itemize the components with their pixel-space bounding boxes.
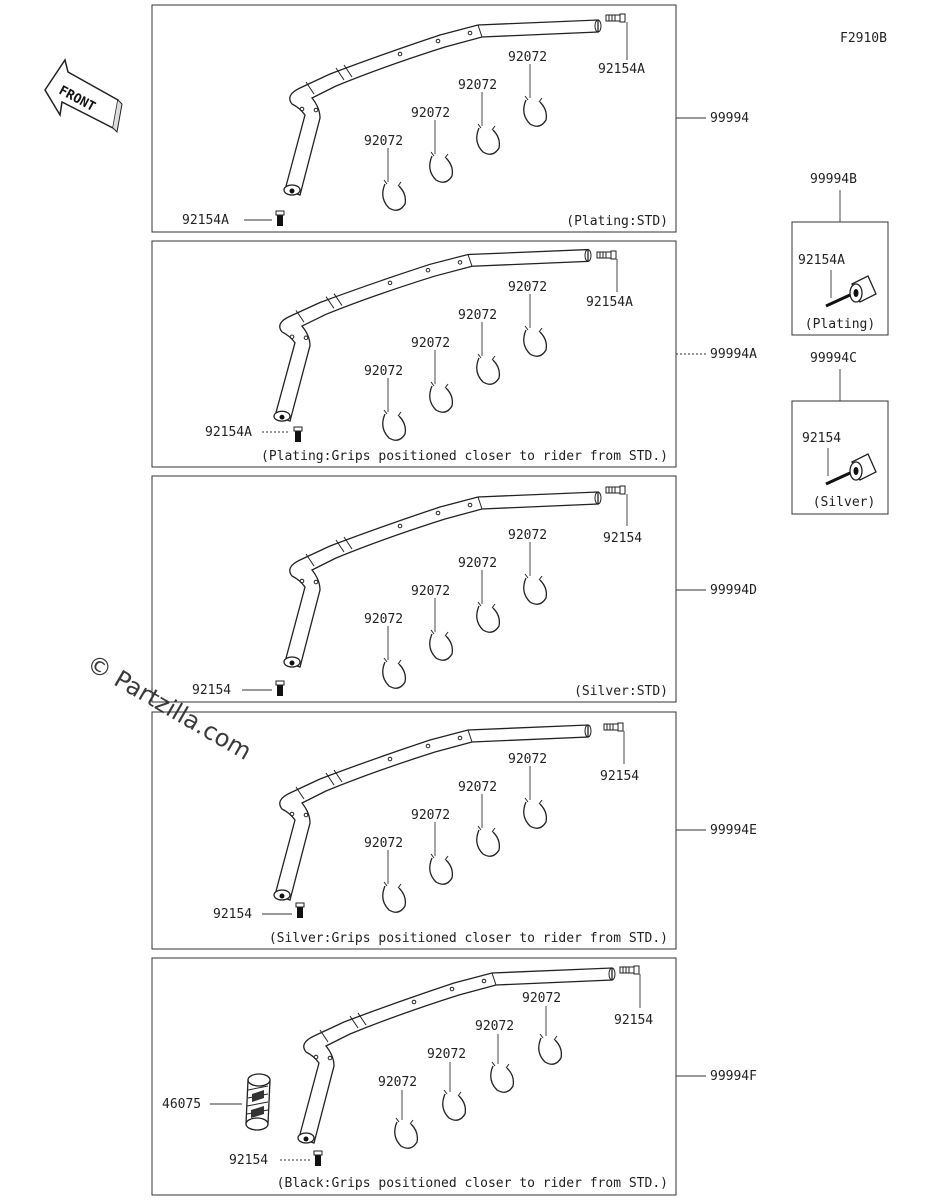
panel-99994: 92154A 92154A 92072 92072 92072 92072 (P… — [151, 4, 749, 233]
bolt-bottom-label: 92154 — [213, 907, 252, 922]
bolt-top-label: 92154 — [600, 769, 639, 784]
clamp-label: 92072 — [508, 752, 547, 767]
clamp-label: 92072 — [411, 584, 450, 599]
grip-label: 46075 — [162, 1097, 201, 1112]
clamp-label: 92072 — [378, 1075, 417, 1090]
clamp-label: 92072 — [411, 106, 450, 121]
clamp-label: 92072 — [508, 50, 547, 65]
bolt-top-label: 92154 — [614, 1013, 653, 1028]
panel-note: (Silver:Grips positioned closer to rider… — [269, 931, 668, 946]
clamp-label: 92072 — [522, 991, 561, 1006]
kit-bolt-label: 92154 — [802, 431, 841, 446]
bar-end-weight-icon — [825, 275, 877, 308]
clamp-label: 92072 — [458, 308, 497, 323]
watermark: © Partzilla.com — [82, 649, 256, 766]
assembly-label: 99994 — [710, 111, 749, 126]
panel-note: (Black:Grips positioned closer to rider … — [277, 1176, 668, 1191]
panel-99994A: 92154A 92154A 92072 92072 92072 92072 (P… — [151, 240, 757, 468]
clamp-label: 92072 — [427, 1047, 466, 1062]
grip-icon — [245, 1073, 271, 1131]
kit-note: (Silver) — [813, 495, 876, 510]
bolt-top-label: 92154A — [598, 62, 645, 77]
kit-99994B: 99994B 92154A (Plating) — [791, 172, 889, 336]
bolt-top-label: 92154A — [586, 295, 633, 310]
bar-end-weight-icon — [825, 453, 877, 486]
figure-code: F2910B — [840, 31, 887, 46]
clamp-label: 92072 — [364, 612, 403, 627]
kit-note: (Plating) — [805, 317, 875, 332]
clamp-label: 92072 — [475, 1019, 514, 1034]
assembly-label: 99994A — [710, 347, 757, 362]
assembly-label: 99994D — [710, 583, 757, 598]
bolt-bottom-label: 92154 — [229, 1153, 268, 1168]
bolt-top-label: 92154 — [603, 531, 642, 546]
panel-note: (Plating:STD) — [566, 214, 668, 229]
panel-note: (Silver:STD) — [574, 684, 668, 699]
bolt-bottom-label: 92154A — [182, 213, 229, 228]
clamp-label: 92072 — [508, 280, 547, 295]
clamp-label: 92072 — [458, 780, 497, 795]
assembly-label: 99994F — [710, 1069, 757, 1084]
panel-99994F: 92154 92154 46075 92072 92072 92072 9207… — [151, 957, 757, 1196]
panel-99994D: 92154 92154 92072 92072 92072 92072 (Sil… — [151, 475, 757, 703]
kit-bolt-label: 92154A — [798, 253, 845, 268]
kit-assembly-label: 99994B — [810, 172, 857, 187]
clamp-label: 92072 — [411, 336, 450, 351]
clamp-label: 92072 — [508, 528, 547, 543]
panel-note: (Plating:Grips positioned closer to ride… — [261, 449, 668, 464]
clamp-label: 92072 — [411, 808, 450, 823]
panel-99994E: 92154 92154 92072 92072 92072 92072 (Sil… — [151, 711, 757, 950]
kit-99994C: 99994C 92154 (Silver) — [791, 351, 889, 515]
assembly-label: 99994E — [710, 823, 757, 838]
front-arrow-icon: FRONT — [44, 58, 123, 134]
bolt-bottom-label: 92154 — [192, 683, 231, 698]
clamp-label: 92072 — [364, 836, 403, 851]
clamp-label: 92072 — [458, 556, 497, 571]
kit-assembly-label: 99994C — [810, 351, 857, 366]
clamp-label: 92072 — [364, 134, 403, 149]
clamp-label: 92072 — [458, 78, 497, 93]
clamp-label: 92072 — [364, 364, 403, 379]
bolt-bottom-label: 92154A — [205, 425, 252, 440]
